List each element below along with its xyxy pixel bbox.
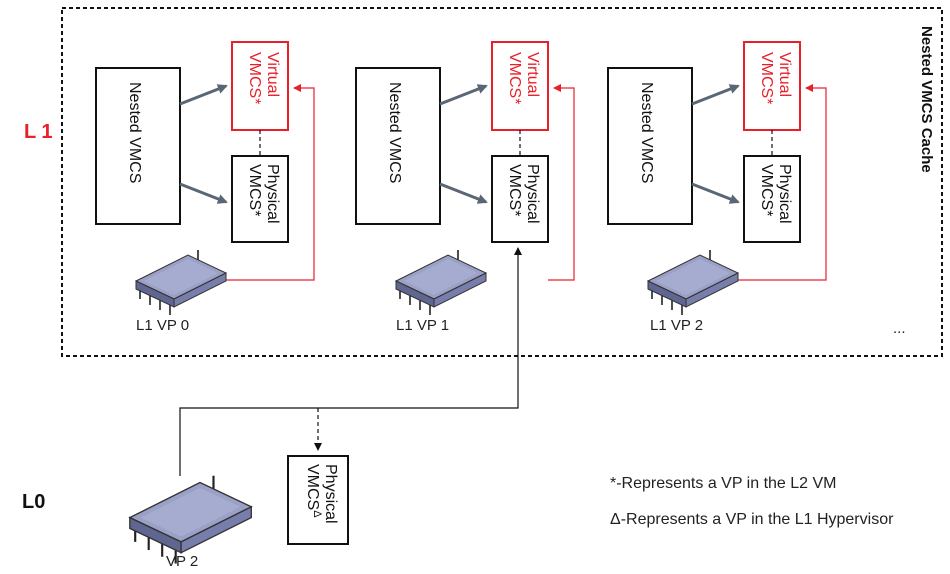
- arrow-to-virtual: [439, 84, 488, 106]
- virtual-vmcs-line1: Virtual: [776, 52, 793, 97]
- cpu-chip-icon: [128, 474, 253, 565]
- l0-section: Physical VMCSΔ VP 2: [128, 247, 522, 570]
- arrow-to-physical: [179, 182, 228, 204]
- nested-vmcs-box: [607, 67, 693, 225]
- physical-vmcs-box: [743, 155, 801, 243]
- cpu-chip-icon: [647, 249, 739, 316]
- physical-vmcs-line1: Physical: [524, 164, 541, 224]
- nested-vmcs-label: Nested VMCS: [638, 82, 655, 183]
- physical-vmcs-line2: VMCS*: [246, 164, 263, 216]
- virtual-vmcs-box: [743, 41, 801, 131]
- physical-vmcs-line2: VMCS*: [758, 164, 775, 216]
- vp-group-2: Nested VMCS Virtual VMCS* Physical VMCS*…: [607, 41, 827, 334]
- legend-line-2: Δ-Represents a VP in the L1 Hypervisor: [610, 511, 894, 528]
- virtual-vmcs-box: [231, 41, 289, 131]
- nested-vmcs-cache-border: [61, 7, 943, 357]
- vp-label: L1 VP 2: [650, 317, 703, 334]
- physical-vmcs-line1: Physical: [264, 164, 281, 224]
- cache-title: Nested VMCS Cache: [918, 26, 935, 173]
- virtual-vmcs-line2: VMCS*: [758, 52, 775, 104]
- virtual-vmcs-line1: Virtual: [524, 52, 541, 97]
- legend-line-1: *-Represents a VP in the L2 VM: [610, 475, 837, 492]
- virtual-vmcs-box: [491, 41, 549, 131]
- physical-vmcs-box: [231, 155, 289, 243]
- l0-vp-label: VP 2: [166, 553, 198, 570]
- cpu-chip-icon: [395, 249, 487, 316]
- vp-label: L1 VP 0: [136, 317, 189, 334]
- arrow-to-physical: [691, 182, 740, 204]
- vp-group-1: Nested VMCS Virtual VMCS* Physical VMCS*…: [355, 41, 575, 334]
- nested-vmcs-box: [355, 67, 441, 225]
- vp2-to-physical-vmcs-arrow: [179, 247, 522, 476]
- more-ellipsis: ...: [893, 320, 906, 337]
- nested-vmcs-label: Nested VMCS: [126, 82, 143, 183]
- physical-vmcs-line2: VMCS*: [506, 164, 523, 216]
- l0-physical-vmcs-box: [287, 455, 349, 545]
- l0-physical-vmcs-line1: Physical: [322, 464, 339, 524]
- red-link-arrow: [548, 84, 575, 281]
- virtual-vmcs-line1: Virtual: [264, 52, 281, 97]
- virtual-vmcs-line2: VMCS*: [246, 52, 263, 104]
- vp-label: L1 VP 1: [396, 317, 449, 334]
- level-l1-label: L 1: [24, 121, 53, 143]
- red-link-arrow: [208, 84, 315, 281]
- nested-vmcs-label: Nested VMCS: [386, 82, 403, 183]
- nested-vmcs-box: [95, 67, 181, 225]
- arrow-to-virtual: [691, 84, 740, 106]
- physical-vmcs-line1: Physical: [776, 164, 793, 224]
- virtual-vmcs-line2: VMCS*: [506, 52, 523, 104]
- arrow-to-virtual: [179, 84, 228, 106]
- vp-group-0: Nested VMCS Virtual VMCS* Physical VMCS*…: [95, 41, 315, 334]
- physical-vmcs-box: [491, 155, 549, 243]
- arrow-to-physical: [439, 182, 488, 204]
- cpu-chip-icon: [135, 249, 227, 316]
- level-l0-label: L0: [22, 491, 45, 513]
- l0-physical-vmcs-line2: VMCSΔ: [304, 464, 323, 518]
- red-link-arrow: [716, 84, 827, 281]
